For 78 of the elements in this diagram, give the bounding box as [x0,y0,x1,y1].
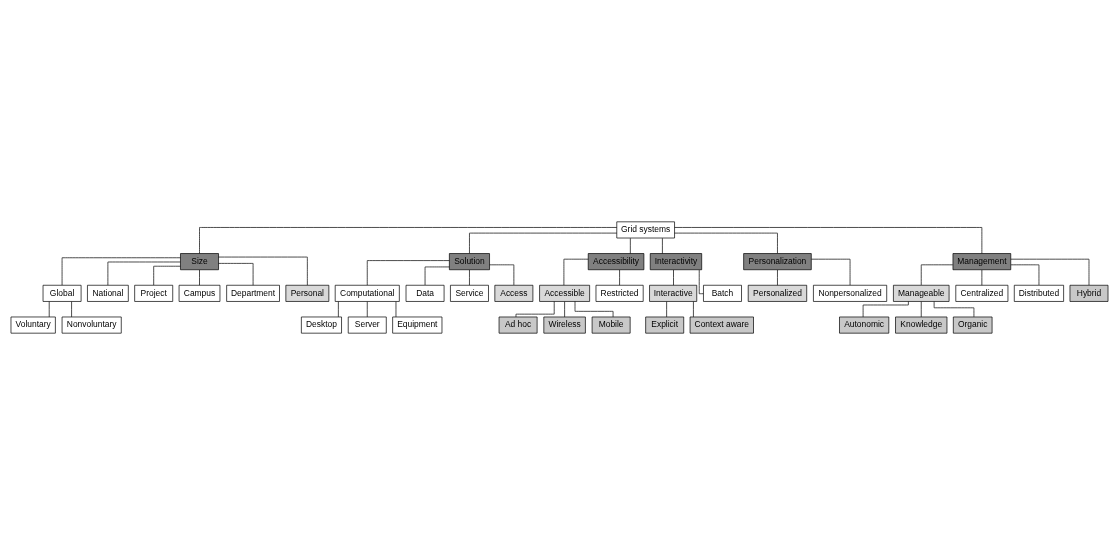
connector [61,256,181,285]
node-box: Distributed [1013,284,1064,302]
connector [674,232,778,254]
connector [199,226,618,254]
node-box: Nonpersonalized [813,284,888,302]
node-box: National [87,284,129,302]
connector [981,269,983,286]
connector [153,265,181,285]
node-box: Restricted [595,284,644,302]
node-box: Project [134,284,174,302]
node-box: Nonvoluntary [61,316,122,334]
connector [674,226,983,254]
node-box: Service [450,284,489,302]
connector [673,269,674,286]
node-box: Accessible [539,284,590,302]
node-box: Centralized [955,284,1009,302]
node-box: Computational [334,284,400,302]
connector [920,300,922,317]
connector [366,259,450,285]
connector [469,269,470,286]
node-box: Voluntary [10,316,56,334]
node-box: Campus [178,284,221,302]
connector [1010,258,1090,285]
node-box: Ad hoc [498,316,538,334]
connector [698,269,704,294]
connector [630,237,631,254]
connector [920,263,954,285]
node-box: Data [405,284,445,302]
connector [107,261,181,285]
node-box: Personalized [747,284,808,302]
node-box: Desktop [301,316,342,334]
connector [48,300,50,317]
node-box: Equipment [392,316,443,334]
node-box: Knowledge [895,316,948,334]
connector [1010,263,1040,285]
node-box: Context aware [689,316,754,334]
connector [811,258,851,285]
connector [563,258,589,285]
connector [71,300,72,317]
node-box: Autonomic [839,316,890,334]
node-box: Global [42,284,82,302]
node-box: Interactive [649,284,698,302]
connector [662,237,663,254]
node-box: Access [494,284,534,302]
node-box: Management [952,252,1012,270]
node-box: Grid systems [616,220,675,238]
connector [366,300,368,317]
connector [395,300,397,317]
node-box: Wireless [543,316,586,334]
connector [619,269,620,286]
connector [574,300,614,317]
connector [218,256,308,285]
connector [693,300,694,317]
connector [469,232,618,254]
node-box: Explicit [645,316,685,334]
connector [933,300,975,317]
node-box: Accessibility [587,252,645,270]
connector [564,300,565,317]
node-box: Mobile [591,316,631,334]
connector [777,269,778,286]
connector [424,266,450,285]
node-box: Manageable [893,284,950,302]
node-box: Solution [449,252,490,270]
node-box: Department [226,284,280,302]
node-box: Personalization [743,252,812,270]
node-box: Personal [285,284,330,302]
connector [218,262,254,286]
connector [199,269,200,286]
connector [515,300,555,317]
node-box: Batch [703,284,742,302]
connector [666,300,667,317]
node-box: Hybrid [1069,284,1109,302]
node-box: Interactivity [649,252,703,270]
node-box: Server [347,316,387,334]
connector [338,300,339,317]
connector [489,263,515,285]
node-box: Size [180,252,219,270]
node-box: Organic [952,316,993,334]
